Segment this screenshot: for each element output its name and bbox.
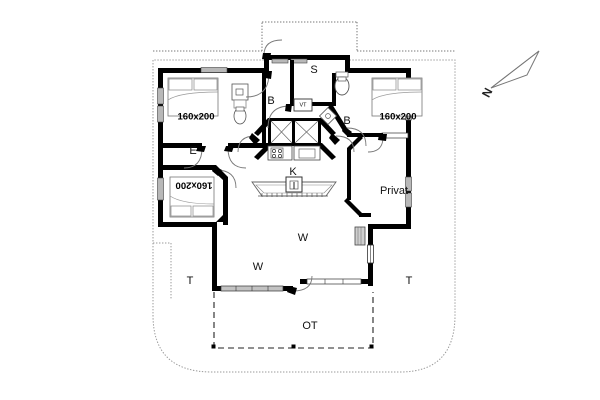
label-utility: VT (299, 102, 307, 108)
interior-walls (254, 60, 383, 217)
utility-box (293, 98, 313, 112)
radiator (354, 226, 366, 246)
bed-left (167, 77, 219, 117)
boundary-guides (152, 21, 455, 300)
label-kitchen: K (289, 166, 297, 178)
label-bedroom-left: 160x200 (178, 112, 215, 123)
room-labels: 160x200 160x200 160x200 E B B S VT K Pri… (176, 64, 417, 332)
label-bath-right: B (343, 115, 350, 127)
label-bedroom-right: 160x200 (380, 112, 417, 123)
label-entry: E (189, 145, 196, 157)
label-sauna: S (310, 64, 317, 76)
bed-right (371, 77, 423, 117)
label-open-terrace: OT (302, 320, 318, 332)
bath-left-fixtures (231, 83, 249, 125)
label-living-lower: W (253, 261, 264, 273)
site-boundary (152, 59, 456, 373)
label-living-upper: W (298, 232, 309, 244)
label-terrace-left: T (187, 275, 194, 287)
fireplace (251, 176, 337, 197)
interior-floor (160, 55, 410, 290)
kitchen-appliances (267, 145, 321, 161)
label-bedroom-lower: 160x200 (176, 179, 213, 190)
label-bath-left: B (267, 95, 274, 107)
label-terrace-right: T (406, 275, 413, 287)
open-terrace-outline (211, 292, 374, 349)
label-private: Privat (380, 185, 408, 197)
kitchen-cabinets (270, 120, 319, 144)
bed-lower (169, 176, 215, 218)
door-leaves (196, 53, 387, 295)
bath-right-fixtures (318, 71, 350, 126)
